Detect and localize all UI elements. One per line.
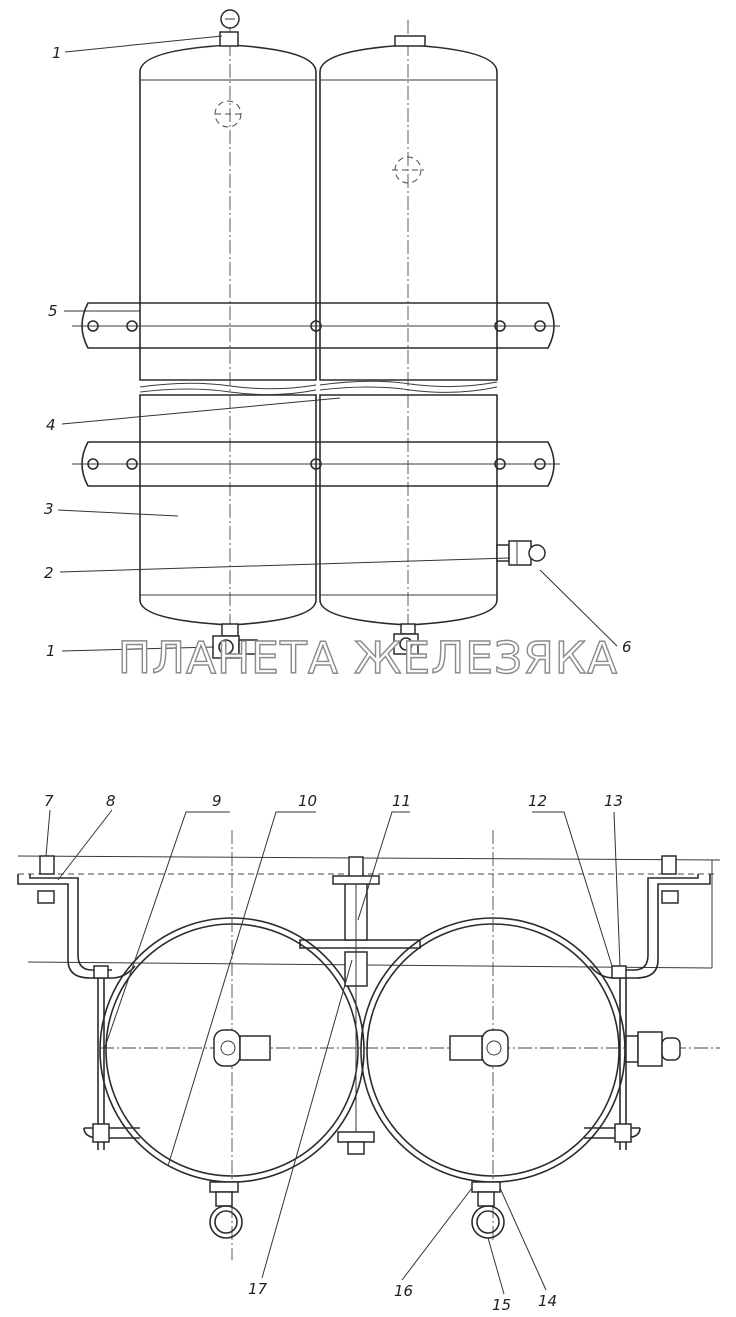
- right-tank: [319, 20, 546, 655]
- callout-3: 3: [44, 500, 54, 518]
- callout-9: 9: [212, 792, 222, 810]
- callout-12: 12: [528, 792, 547, 810]
- callout-5: 5: [48, 302, 58, 320]
- callout-8: 8: [106, 792, 116, 810]
- watermark: ПЛАНЕТА ЖЕЛЕЗЯКА: [118, 633, 618, 684]
- callout-16: 16: [394, 1282, 413, 1300]
- callout-1-bottom: 1: [46, 642, 56, 660]
- left-tank: [139, 9, 317, 659]
- callout-10: 10: [298, 792, 317, 810]
- clamp-band-upper: [72, 302, 560, 349]
- callout-14: 14: [538, 1292, 557, 1310]
- callout-4: 4: [46, 416, 56, 434]
- callout-1-top: 1: [52, 44, 62, 62]
- clamp-band-lower: [72, 441, 560, 487]
- callout-15: 15: [492, 1296, 511, 1314]
- callout-11: 11: [392, 792, 411, 810]
- callout-13: 13: [604, 792, 623, 810]
- front-view: ПЛАНЕТА ЖЕЛЕЗЯКА 1 5 4 3 2 1 6: [44, 9, 632, 685]
- callout-17: 17: [248, 1280, 268, 1298]
- callout-7: 7: [44, 792, 54, 810]
- callout-6: 6: [622, 638, 632, 656]
- end-view: 7 8 9 10 11 12 13 17 16 15 14: [17, 792, 721, 1314]
- callout-2: 2: [44, 564, 54, 582]
